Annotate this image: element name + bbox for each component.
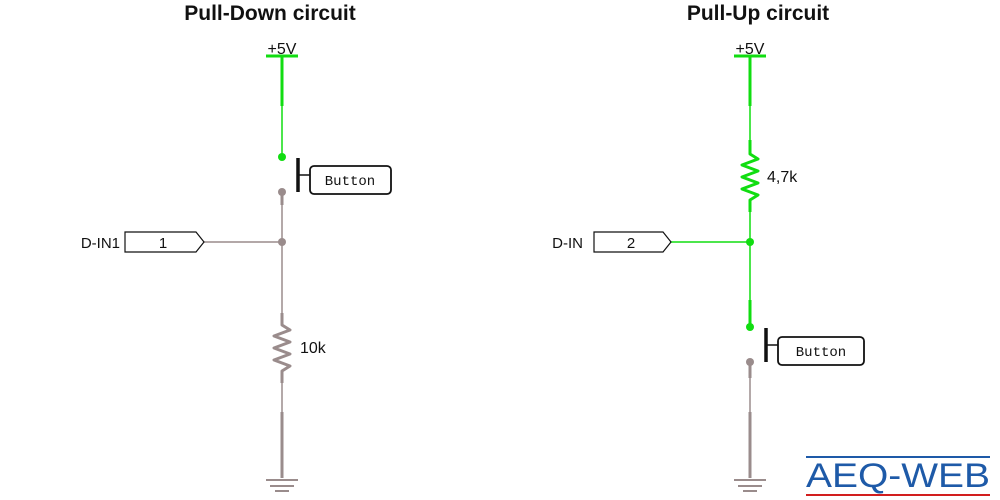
pullup-resistor-label: 4,7k xyxy=(767,169,798,186)
pullup-switch-contact-top xyxy=(746,323,754,331)
pulldown-button-label: Button xyxy=(325,174,375,190)
pulldown-resistor-label: 10k xyxy=(300,340,327,357)
pullup-button-tag: Button xyxy=(777,336,865,366)
pullup-button-label: Button xyxy=(796,345,846,361)
pullup-title: Pull-Up circuit xyxy=(687,2,829,25)
pullup-net-label: D-IN xyxy=(552,235,583,252)
pullup-ground-symbol xyxy=(734,479,766,492)
pulldown-input-port xyxy=(124,231,205,253)
pullup-pin-number: 2 xyxy=(627,235,635,252)
pulldown-resistor-symbol xyxy=(272,313,292,383)
pulldown-circuit: Pull-Down circuit +5V Button D-IN1 1 10k xyxy=(81,2,392,492)
pulldown-button-tag: Button xyxy=(309,165,392,195)
logo-text: AEQ-WEB xyxy=(806,457,990,495)
pulldown-ground-symbol xyxy=(266,479,298,492)
pullup-input-port xyxy=(593,231,672,253)
pulldown-title: Pull-Down circuit xyxy=(184,2,356,25)
aeq-web-logo: AEQ-WEB xyxy=(806,456,990,496)
pulldown-supply-label: +5V xyxy=(268,41,297,58)
pulldown-switch-contact-top xyxy=(278,153,286,161)
pullup-resistor-symbol xyxy=(740,140,760,212)
pulldown-pin-number: 1 xyxy=(159,235,167,252)
pulldown-net-label: D-IN1 xyxy=(81,235,120,252)
pullup-circuit: Pull-Up circuit +5V 4,7k D-IN 2 Button xyxy=(552,2,865,492)
pullup-supply-label: +5V xyxy=(736,41,765,58)
